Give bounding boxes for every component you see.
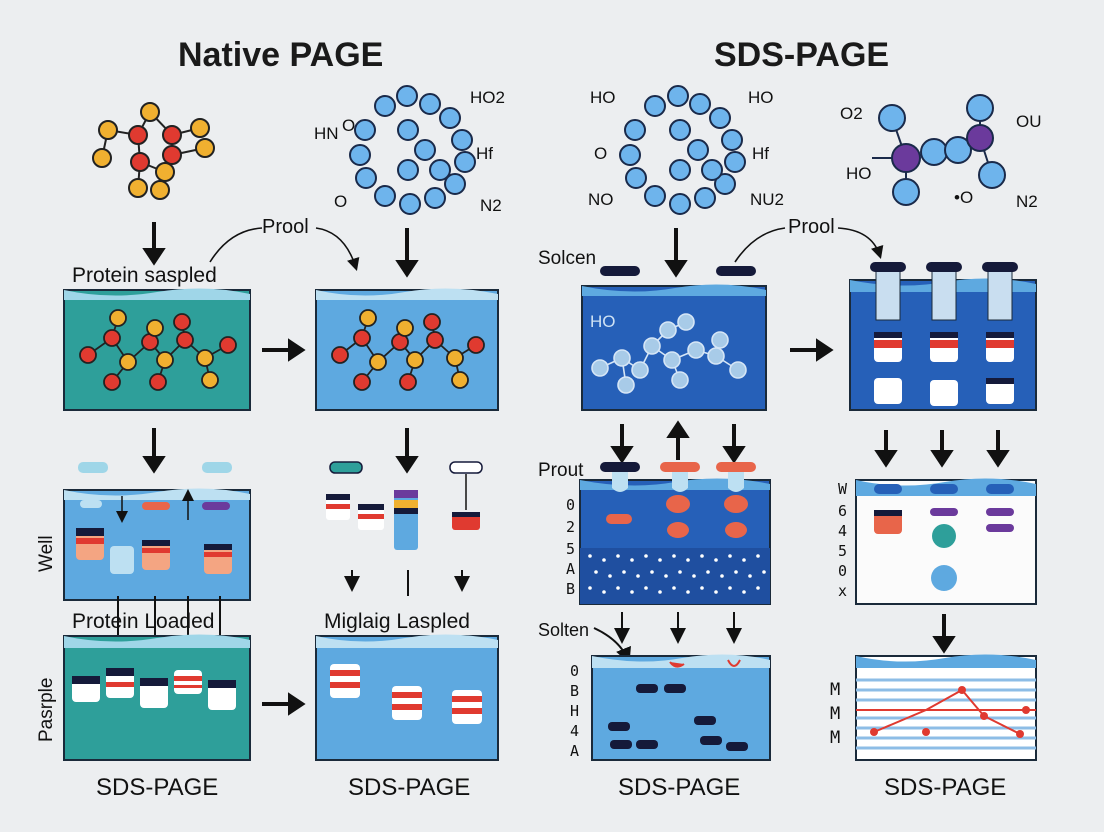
chart-marker-0: M bbox=[830, 680, 841, 700]
right-marker-5: x bbox=[838, 582, 848, 600]
solcen-label: Solcen bbox=[538, 248, 597, 269]
prout-marker-0: 0 bbox=[566, 496, 576, 514]
prout-gel bbox=[579, 462, 771, 605]
molecule-3 bbox=[619, 85, 746, 215]
prool-curve-left-b bbox=[315, 227, 360, 272]
m4-label-3: •O bbox=[954, 188, 974, 207]
m2-label-3: HO2 bbox=[470, 88, 505, 107]
tank-sds-tubes bbox=[849, 262, 1037, 411]
solten-marker-2: H bbox=[570, 702, 580, 720]
well-tank bbox=[63, 462, 251, 601]
solten-marker-4: A bbox=[570, 742, 580, 760]
footer-label-3: SDS-PAGE bbox=[618, 774, 741, 801]
row2-arrows bbox=[142, 420, 1010, 474]
molecule-2 bbox=[349, 85, 476, 215]
m3-label-2: NO bbox=[588, 190, 614, 209]
miglaig-tank bbox=[315, 634, 499, 761]
sds-page-title: SDS-PAGE bbox=[714, 36, 890, 74]
tank-ho-label: HO bbox=[590, 312, 616, 331]
loose-samples bbox=[326, 461, 483, 550]
m2-label-0: O bbox=[342, 116, 356, 135]
row4-right-arrow bbox=[262, 692, 306, 716]
row1-right-arrows bbox=[262, 338, 834, 362]
pasrple-label: Pasrple bbox=[36, 677, 57, 742]
solten-tank bbox=[591, 654, 771, 761]
right-white-gel bbox=[855, 478, 1037, 605]
molecule-arrows bbox=[142, 222, 688, 278]
loaded-tank bbox=[63, 634, 251, 761]
solten-marker-1: B bbox=[570, 682, 580, 700]
m3-label-4: Hf bbox=[752, 144, 769, 163]
chart-marker-1: M bbox=[830, 704, 841, 724]
prool-label-left: Prool bbox=[262, 216, 309, 238]
tank-3-molecule bbox=[591, 313, 747, 394]
prool-curve-left-a bbox=[209, 227, 263, 263]
molecule-1 bbox=[92, 102, 215, 200]
chart-marker-2: M bbox=[830, 728, 841, 748]
m4-label-2: OU bbox=[1016, 112, 1042, 131]
molecule-4 bbox=[872, 94, 1006, 206]
tank-2-molecule bbox=[331, 309, 485, 391]
right-marker-4: 0 bbox=[838, 562, 848, 580]
right-marker-1: 6 bbox=[838, 502, 848, 520]
m4-label-4: N2 bbox=[1016, 192, 1038, 211]
prout-marker-1: 2 bbox=[566, 518, 576, 536]
prout-marker-2: 5 bbox=[566, 540, 576, 558]
footer-label-4: SDS-PAGE bbox=[884, 774, 1007, 801]
protein-loaded-label: Protein Loaded bbox=[72, 610, 215, 633]
prout-marker-3: A bbox=[566, 560, 576, 578]
prool-curve-right-a bbox=[734, 227, 786, 263]
protein-sampled-label: Protein saspled bbox=[72, 264, 217, 287]
prool-label-right: Prool bbox=[788, 216, 835, 238]
solten-label: Solten bbox=[538, 620, 590, 640]
prout-marker-4: B bbox=[566, 580, 576, 598]
solten-marker-0: 0 bbox=[570, 662, 580, 680]
m4-label-1: HO bbox=[846, 164, 872, 183]
chart-gel-tank bbox=[855, 654, 1037, 761]
m3-label-3: HO bbox=[748, 88, 774, 107]
right-marker-2: 4 bbox=[838, 522, 848, 540]
footer-label-2: SDS-PAGE bbox=[348, 774, 471, 801]
m3-label-0: HO bbox=[590, 88, 616, 107]
right-marker-3: 5 bbox=[838, 542, 848, 560]
m2-label-2: O bbox=[334, 192, 348, 211]
well-label: Well bbox=[36, 535, 57, 572]
tank-1-molecule bbox=[79, 309, 237, 391]
right-marker-0: W bbox=[838, 480, 848, 498]
prool-curve-right-b bbox=[837, 227, 884, 260]
tank-sds-sample bbox=[581, 266, 767, 411]
solten-marker-3: 4 bbox=[570, 722, 580, 740]
m4-label-0: O2 bbox=[840, 104, 863, 123]
row3-thick-arrow bbox=[932, 614, 956, 654]
m3-label-5: NU2 bbox=[750, 190, 785, 209]
m2-label-4: Hf bbox=[476, 144, 493, 163]
m3-label-1: O bbox=[594, 144, 608, 163]
m2-label-1: HN bbox=[314, 124, 339, 143]
miglaig-label: Miglaig Laspled bbox=[324, 610, 470, 633]
m2-label-5: N2 bbox=[480, 196, 502, 215]
footer-label-1: SDS-PAGE bbox=[96, 774, 219, 801]
native-page-title: Native PAGE bbox=[178, 36, 384, 74]
prout-label: Prout bbox=[538, 460, 584, 481]
